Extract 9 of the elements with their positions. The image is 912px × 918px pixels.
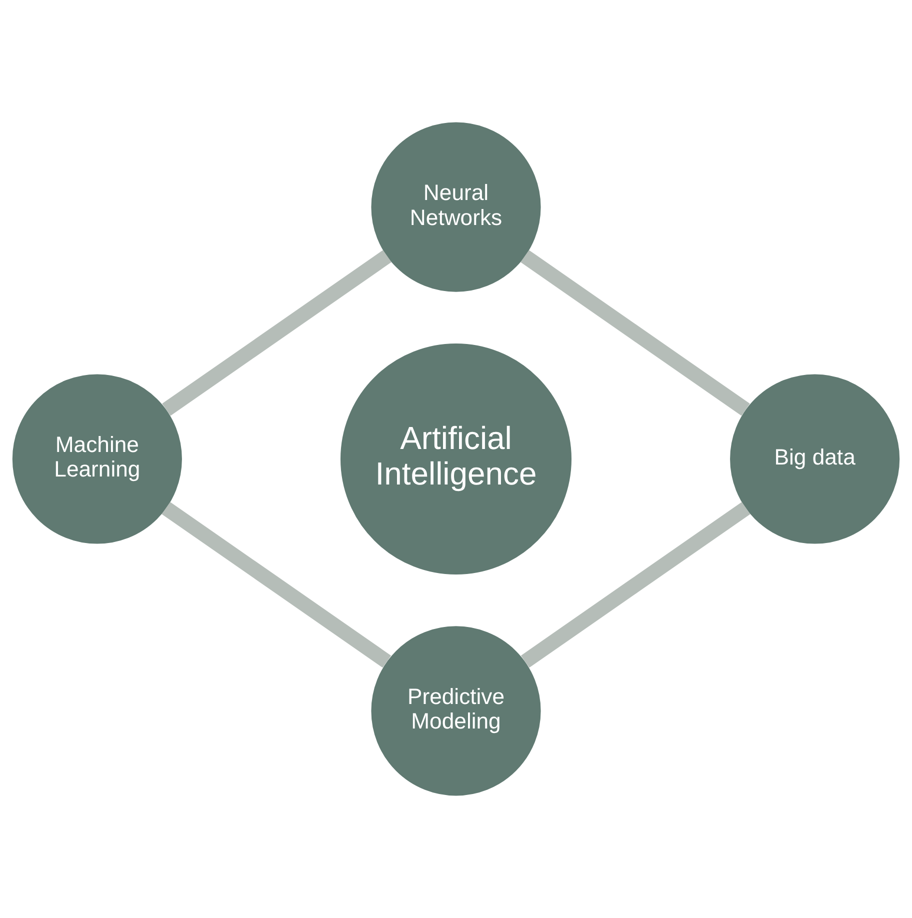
node-circle: Predictive Modeling — [371, 626, 541, 796]
connector — [520, 502, 750, 668]
node-circle: Big data — [730, 374, 900, 544]
connector — [162, 502, 392, 668]
connector — [520, 250, 750, 416]
node-circle: Artificial Intelligence — [340, 344, 572, 574]
node-circle: Neural Networks — [371, 122, 541, 292]
connector — [162, 250, 392, 416]
node-circle: Machine Learning — [12, 374, 182, 544]
